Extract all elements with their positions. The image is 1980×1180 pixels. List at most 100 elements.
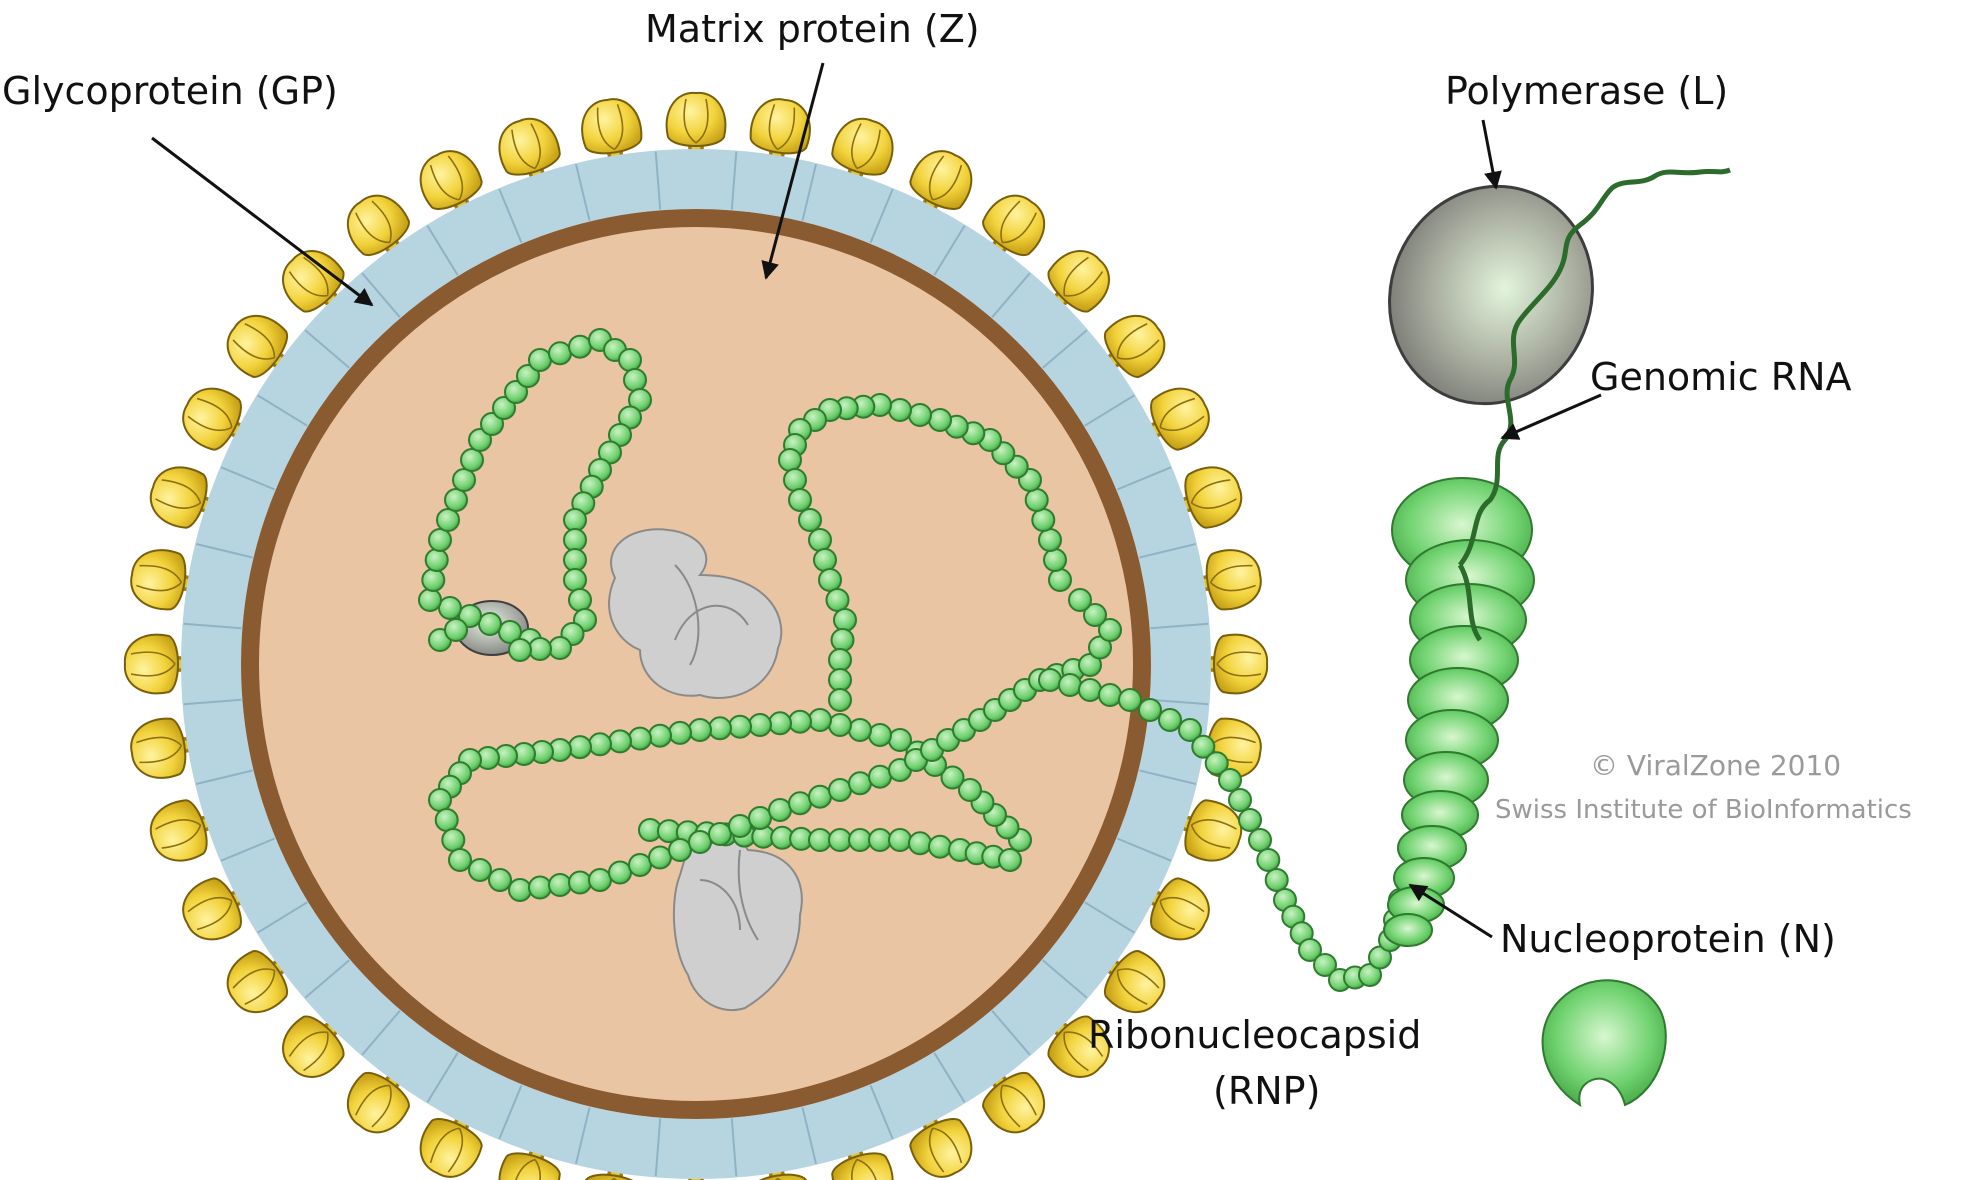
rnp-bead [848, 771, 872, 796]
rnp-bead [768, 798, 792, 822]
rnp-bead [528, 637, 552, 661]
rnp-bead [528, 875, 552, 900]
rnp-bead [458, 604, 482, 628]
rnp-bead [492, 396, 516, 420]
ribosome-shape [608, 528, 783, 699]
rnp-bead [563, 548, 587, 572]
rnp-bead [618, 348, 642, 372]
arrow-matrix [761, 62, 825, 280]
rnp-bead [568, 334, 592, 359]
rnp-bead [848, 828, 872, 852]
rnp-bead [1204, 751, 1229, 776]
rnp-bead [828, 688, 852, 712]
rnp-bead [478, 612, 502, 636]
rnp-bead [568, 588, 592, 612]
rnp-bead [958, 778, 982, 802]
rnp-bead [748, 806, 772, 830]
credit-line-2: Swiss Institute of BioInformatics [1495, 795, 1912, 825]
rnp-bead [1098, 683, 1122, 707]
rnp-bead [421, 568, 446, 592]
rnp-bead [1118, 688, 1142, 712]
rnp-bead [828, 648, 852, 672]
lipid-membrane [181, 149, 1211, 1179]
rnp-bead [668, 720, 692, 745]
rnp-bead [940, 765, 965, 790]
rnp-bead [1178, 718, 1202, 742]
rnp-bead [548, 636, 572, 660]
rnp-bead [998, 848, 1022, 872]
rnp-bead [548, 341, 572, 366]
rnp-bead [825, 588, 850, 612]
polymerase-label: Polymerase (L) [1445, 69, 1729, 113]
rnp-bead [444, 618, 468, 642]
rnp-bead [868, 723, 892, 747]
rnp-bead [813, 548, 837, 572]
rnp-bead [728, 714, 752, 739]
rnp-bead [1138, 698, 1162, 722]
rnp-bead [628, 726, 652, 751]
nucleoprotein-stack [1383, 477, 1535, 947]
rnp-bead [424, 548, 449, 572]
rnp-bead [588, 868, 612, 892]
rnp-bead [1248, 828, 1272, 852]
arrow-genomic-rna [1500, 393, 1602, 440]
rnp-bead [441, 828, 466, 852]
rnp-bead [1038, 528, 1062, 552]
nucleoprotein-label: Nucleoprotein (N) [1500, 917, 1836, 961]
rnp-bead [1031, 508, 1056, 532]
glycoprotein-label: Glycoprotein (GP) [2, 69, 338, 113]
rnp-bead [828, 713, 852, 737]
rnp-bead [868, 828, 892, 852]
rnp-bead [798, 508, 822, 532]
rnp-bead [788, 488, 812, 512]
rnp-bead [498, 620, 522, 644]
rnp-bead [808, 708, 832, 732]
rnp-bead [1043, 548, 1067, 572]
ribosome-shape [672, 833, 803, 1012]
nucleoprotein-pacman [1541, 979, 1667, 1108]
rnp-bead [468, 428, 492, 452]
rnp-bead [1068, 588, 1092, 612]
rnp-bead [1158, 708, 1182, 732]
rnp-bead [668, 838, 692, 862]
rnp-label-line2: (RNP) [1213, 1069, 1321, 1113]
rnp-bead [448, 848, 472, 872]
rnp-bead [488, 868, 512, 892]
rnp-bead [468, 858, 492, 882]
rnp-bead [528, 348, 552, 372]
rnp-bead [480, 412, 504, 436]
rnp-bead [708, 716, 732, 741]
rnp-bead [1024, 488, 1049, 512]
rnp-bead [508, 878, 532, 902]
rnp-bead [928, 408, 952, 432]
rnp-bead [828, 668, 852, 692]
rnp-bead [444, 488, 468, 512]
arrow-polymerase [1481, 119, 1502, 190]
rnp-bead [1048, 568, 1072, 592]
rnp-bead [833, 608, 857, 632]
rnp-bead [748, 713, 772, 737]
genomic-rna-strand [1458, 167, 1731, 567]
rnp-bead [460, 448, 484, 472]
rnp-bead [783, 468, 807, 492]
rnp-bead [1298, 938, 1322, 962]
rnp-bead [588, 732, 612, 757]
rnp-bead [828, 828, 852, 852]
rnp-bead [688, 718, 712, 742]
rnp-bead [828, 778, 852, 802]
rnp-bead [1058, 673, 1082, 697]
rnp-bead [868, 764, 892, 789]
rnp-bead [830, 628, 855, 652]
rnp-bead [428, 788, 452, 812]
rnp-bead [908, 403, 932, 427]
rnp-bead [1228, 788, 1252, 812]
credit-line-1: © ViralZone 2010 [1590, 749, 1842, 782]
rnp-bead [928, 834, 952, 859]
rnp-bead [888, 728, 912, 752]
rnp-bead [818, 568, 842, 592]
rnp-bead [1218, 768, 1242, 792]
rnp-bead [504, 380, 528, 404]
arrow-nucleoprotein [1408, 883, 1493, 939]
rnp-bead [628, 853, 652, 877]
rnp-bead [1264, 868, 1289, 892]
